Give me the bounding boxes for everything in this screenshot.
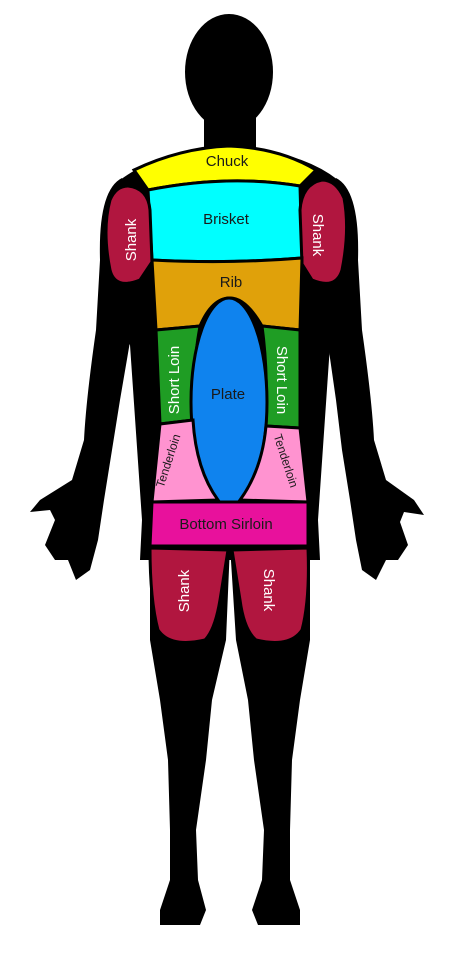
chuck-label: Chuck [206,153,249,170]
shank-leg-left-label: Shank [176,569,193,612]
bottom-sirloin-region[interactable] [148,500,310,548]
short-loin-right-label: Short Loin [273,346,290,414]
shank-arm-right-region[interactable] [298,178,349,285]
shank-arm-right-label: Shank [309,214,326,257]
shank-arm-left-label: Shank [123,218,140,261]
head [185,14,273,130]
cut-regions [104,144,349,644]
shank-leg-left-region[interactable] [148,546,230,644]
rib-label: Rib [220,274,243,291]
tenderloin-left-region[interactable] [150,418,221,504]
plate-label: Plate [211,386,245,403]
shank-leg-right-label: Shank [260,569,277,612]
cut-labels: Chuck Brisket Shank Shank Rib Short Loin… [123,153,326,612]
brisket-label: Brisket [203,211,250,228]
shank-arm-left-region[interactable] [104,184,154,285]
shank-leg-right-region[interactable] [230,546,310,644]
short-loin-left-label: Short Loin [166,346,183,414]
bottom-sirloin-label: Bottom Sirloin [179,516,272,533]
